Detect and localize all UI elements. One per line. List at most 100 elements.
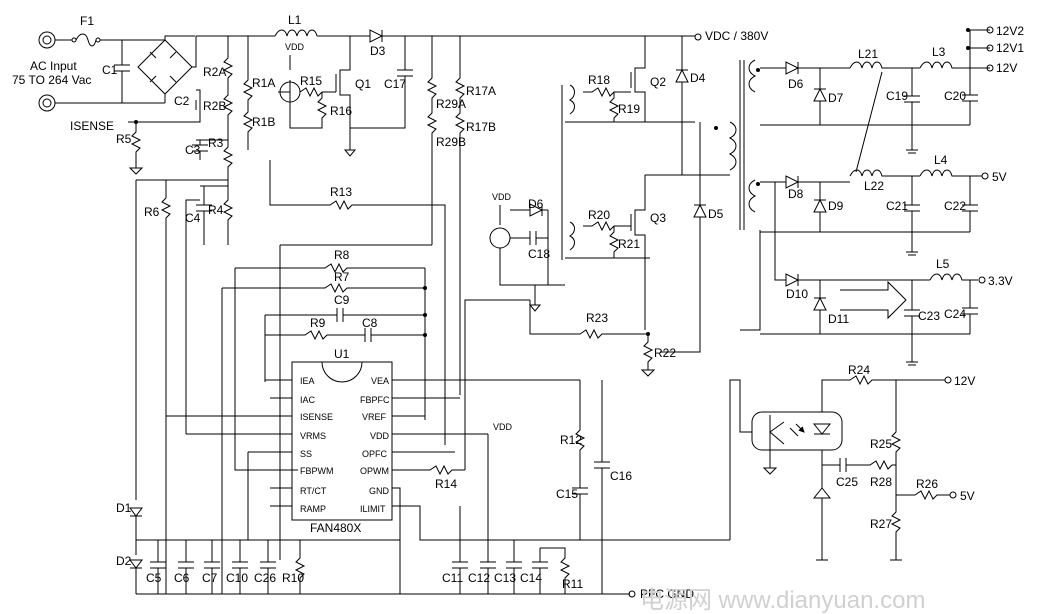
pin-opfc: OPFC (362, 449, 388, 459)
r2a-label: R2A (203, 65, 226, 79)
r20-label: R20 (588, 208, 610, 222)
pin-gnd: GND (369, 486, 390, 496)
r1a-label: R1A (252, 76, 275, 90)
pin-isense: ISENSE (300, 412, 333, 422)
pin-ss: SS (300, 449, 312, 459)
r27-label: R27 (870, 517, 892, 531)
r16-label: R16 (330, 104, 352, 118)
r4-label: R4 (208, 203, 224, 217)
pin-rtct: RT/CT (300, 486, 327, 496)
pin-vdd: VDD (370, 431, 390, 441)
c3-label: C3 (185, 143, 201, 157)
r6-label: R6 (144, 205, 160, 219)
q2-label: Q2 (650, 75, 666, 89)
chip-title: U1 (334, 347, 350, 361)
out-3v3: 3.3V (988, 274, 1013, 288)
c11-label: C11 (442, 571, 463, 585)
c13-label: C13 (494, 571, 516, 585)
c7-label: C7 (202, 571, 218, 585)
chip-part: FAN480X (310, 521, 361, 535)
r29a-label: R29A (436, 97, 466, 111)
c18-label: C18 (528, 247, 550, 261)
q3-label: Q3 (650, 211, 666, 225)
r14-label: R14 (435, 477, 457, 491)
vdd-label-2: VDD (492, 192, 512, 202)
c19-label: C19 (886, 89, 908, 103)
pin-fbpwm: FBPWM (300, 466, 334, 476)
r1b-label: R1B (252, 115, 275, 129)
q1-label: Q1 (355, 77, 371, 91)
c14-label: C14 (520, 571, 542, 585)
c23-label: C23 (918, 309, 940, 323)
pin-vref: VREF (362, 412, 387, 422)
vdd-label-3: VDD (493, 422, 513, 432)
l4-label: L4 (934, 153, 948, 167)
pin-vrms: VRMS (300, 431, 326, 441)
c9-label: C9 (334, 293, 350, 307)
ac-input-label: AC Input (30, 59, 77, 73)
out-12v1: 12V1 (996, 41, 1024, 55)
chip-u1: U1 FAN480X IEA IAC ISENSE VRMS SS FBPWM … (166, 199, 730, 594)
output-rails: D6 D7 L21 L3 C19 C20 12V2 12V1 12V D8 D9… (760, 24, 1024, 366)
d6-drive-label: D6 (528, 197, 544, 211)
ac-range-label: 75 TO 264 Vac (12, 73, 91, 87)
pin-ramp: RAMP (300, 504, 326, 514)
c21-label: C21 (886, 199, 908, 213)
r21-label: R21 (618, 237, 640, 251)
bottom-rail: PFC GND D1 D2 C5 C6 C7 C10 C26 R10 C11 C… (116, 180, 694, 601)
d6-out-label: D6 (788, 77, 804, 91)
r10-label: R10 (282, 571, 304, 585)
c1-label: C1 (102, 63, 118, 77)
c15-label: C15 (556, 487, 578, 501)
c12-label: C12 (468, 571, 490, 585)
pin-iea: IEA (300, 376, 315, 386)
d11-label: D11 (828, 312, 849, 326)
l1-label: L1 (288, 13, 302, 27)
compensation-network: R8 R7 C9 R9 C8 (221, 244, 432, 594)
d8-label: D8 (788, 187, 804, 201)
l5-label: L5 (936, 257, 950, 271)
d5-label: D5 (708, 207, 724, 221)
out-5v: 5V (992, 170, 1007, 184)
rc-network: R12 C15 C16 (556, 380, 632, 594)
r18-label: R18 (588, 73, 610, 87)
l3-label: L3 (932, 45, 946, 59)
r25-label: R25 (870, 437, 892, 451)
f1-label: F1 (80, 14, 94, 28)
r26-label: R26 (916, 477, 938, 491)
c10-label: C10 (226, 571, 248, 585)
r23-label: R23 (586, 311, 608, 325)
forward-converter: Q2 R18 R19 D4 Q3 R20 R21 D5 VDD D6 C18 (489, 36, 970, 377)
r3-label: R3 (208, 136, 224, 150)
ac-input-section: AC Input 75 TO 264 Vac F1 C1 C2 ISENSE R… (12, 14, 275, 594)
r12-label: R12 (560, 433, 582, 447)
r7-label: R7 (334, 270, 350, 284)
c16-label: C16 (610, 469, 632, 483)
watermark: 电源网 www.dianyuan.com (640, 587, 925, 614)
r9-label: R9 (310, 316, 326, 330)
r17b-label: R17B (466, 120, 496, 134)
c4-label: C4 (185, 211, 201, 225)
pin-vea: VEA (371, 376, 389, 386)
fb-5v-label: 5V (960, 489, 975, 503)
l21-label: L21 (858, 47, 878, 61)
d7-label: D7 (828, 91, 844, 105)
c8-label: C8 (362, 316, 378, 330)
d2-label: D2 (116, 554, 132, 568)
pin-ilimit: ILIMIT (360, 504, 386, 514)
out-12v2: 12V2 (996, 24, 1024, 38)
d9-label: D9 (828, 199, 844, 213)
r15-label: R15 (300, 74, 322, 88)
c17-label: C17 (384, 77, 406, 91)
out-12v: 12V (996, 61, 1017, 75)
c20-label: C20 (944, 89, 966, 103)
pfcgnd-label: PFC GND (640, 587, 694, 601)
r24-label: R24 (848, 363, 870, 377)
c2-label: C2 (174, 94, 190, 108)
r29b-label: R29B (436, 135, 466, 149)
c24-label: C24 (944, 307, 966, 321)
r2b-label: R2B (203, 99, 226, 113)
r11-label: R11 (562, 577, 583, 591)
r22-label: R22 (654, 346, 676, 360)
